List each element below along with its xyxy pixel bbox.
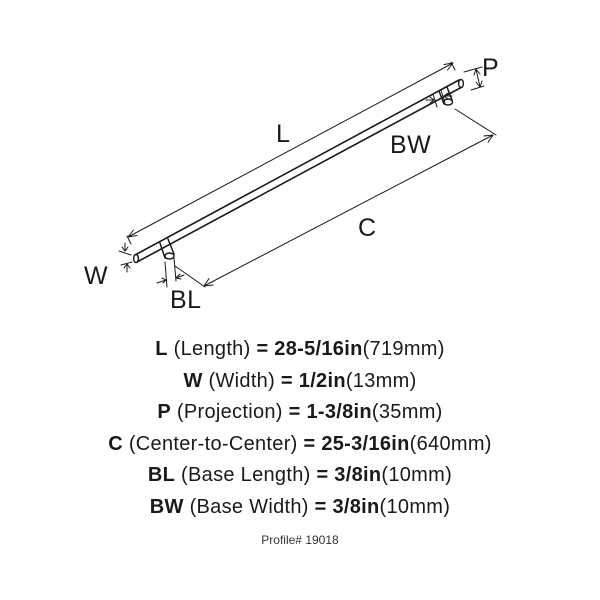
spec-desc: (Projection) bbox=[176, 401, 283, 423]
label-W: W bbox=[84, 262, 108, 290]
spec-metric: (719mm) bbox=[362, 338, 445, 360]
label-BL: BL bbox=[170, 286, 202, 314]
spec-desc: (Length) bbox=[173, 338, 251, 360]
spec-imperial: 3/8in bbox=[334, 464, 382, 486]
spec-metric: (10mm) bbox=[379, 495, 451, 518]
spec-desc: (Width) bbox=[208, 369, 276, 392]
projection-dimension-line bbox=[463, 66, 485, 91]
spec-eq: = bbox=[316, 464, 329, 486]
spec-length: L (Length) = 28-5/16in(719mm) bbox=[0, 334, 600, 366]
spec-base-width: BW (Base Width) = 3/8in(10mm) bbox=[0, 492, 600, 524]
spec-eq: = bbox=[256, 338, 269, 360]
spec-imperial: 1/2in bbox=[298, 369, 346, 392]
spec-projection: P (Projection) = 1-3/8in(35mm) bbox=[0, 397, 600, 429]
label-P: P bbox=[482, 54, 499, 82]
base-length-dimension-line bbox=[156, 257, 185, 288]
bar-pull-dimension-diagram: L C W BL BW P bbox=[84, 54, 499, 314]
spec-key: W bbox=[183, 369, 203, 392]
spec-key: BL bbox=[147, 464, 176, 486]
spec-eq: = bbox=[303, 432, 316, 455]
spec-imperial: 1-3/8in bbox=[306, 401, 372, 423]
spec-center-to-center: C (Center-to-Center) = 25-3/16in(640mm) bbox=[0, 429, 600, 461]
spec-eq: = bbox=[288, 401, 301, 423]
spec-metric: (13mm) bbox=[345, 369, 417, 392]
spec-desc: (Base Length) bbox=[181, 464, 311, 486]
spec-metric: (640mm) bbox=[409, 432, 492, 455]
spec-imperial: 25-3/16in bbox=[321, 432, 410, 455]
spec-base-length: BL (Base Length) = 3/8in(10mm) bbox=[0, 460, 600, 492]
spec-width: W (Width) = 1/2in(13mm) bbox=[0, 366, 600, 398]
spec-key: L bbox=[155, 338, 168, 360]
left-post bbox=[159, 238, 175, 260]
spec-metric: (35mm) bbox=[371, 401, 443, 423]
spec-desc: (Center-to-Center) bbox=[128, 432, 298, 455]
spec-key: BW bbox=[149, 495, 184, 518]
profile-number: Profile# 19018 bbox=[261, 533, 339, 547]
label-L: L bbox=[276, 120, 290, 148]
spec-eq: = bbox=[314, 495, 327, 518]
base-width-dimension-line bbox=[425, 89, 453, 108]
specifications-list: L (Length) = 28-5/16in(719mm) W (Width) … bbox=[0, 334, 600, 523]
width-dimension-line bbox=[118, 242, 133, 273]
spec-imperial: 28-5/16in bbox=[274, 338, 363, 360]
handle-bar bbox=[132, 78, 465, 264]
spec-key: C bbox=[108, 432, 123, 455]
center-to-center-dimension-line bbox=[174, 108, 497, 288]
length-dimension-line bbox=[126, 61, 456, 245]
spec-metric: (10mm) bbox=[381, 464, 453, 486]
label-C: C bbox=[358, 214, 377, 242]
spec-eq: = bbox=[280, 369, 293, 392]
spec-desc: (Base Width) bbox=[189, 495, 309, 518]
spec-key: P bbox=[157, 401, 172, 423]
label-BW: BW bbox=[390, 131, 431, 159]
spec-imperial: 3/8in bbox=[332, 495, 380, 518]
